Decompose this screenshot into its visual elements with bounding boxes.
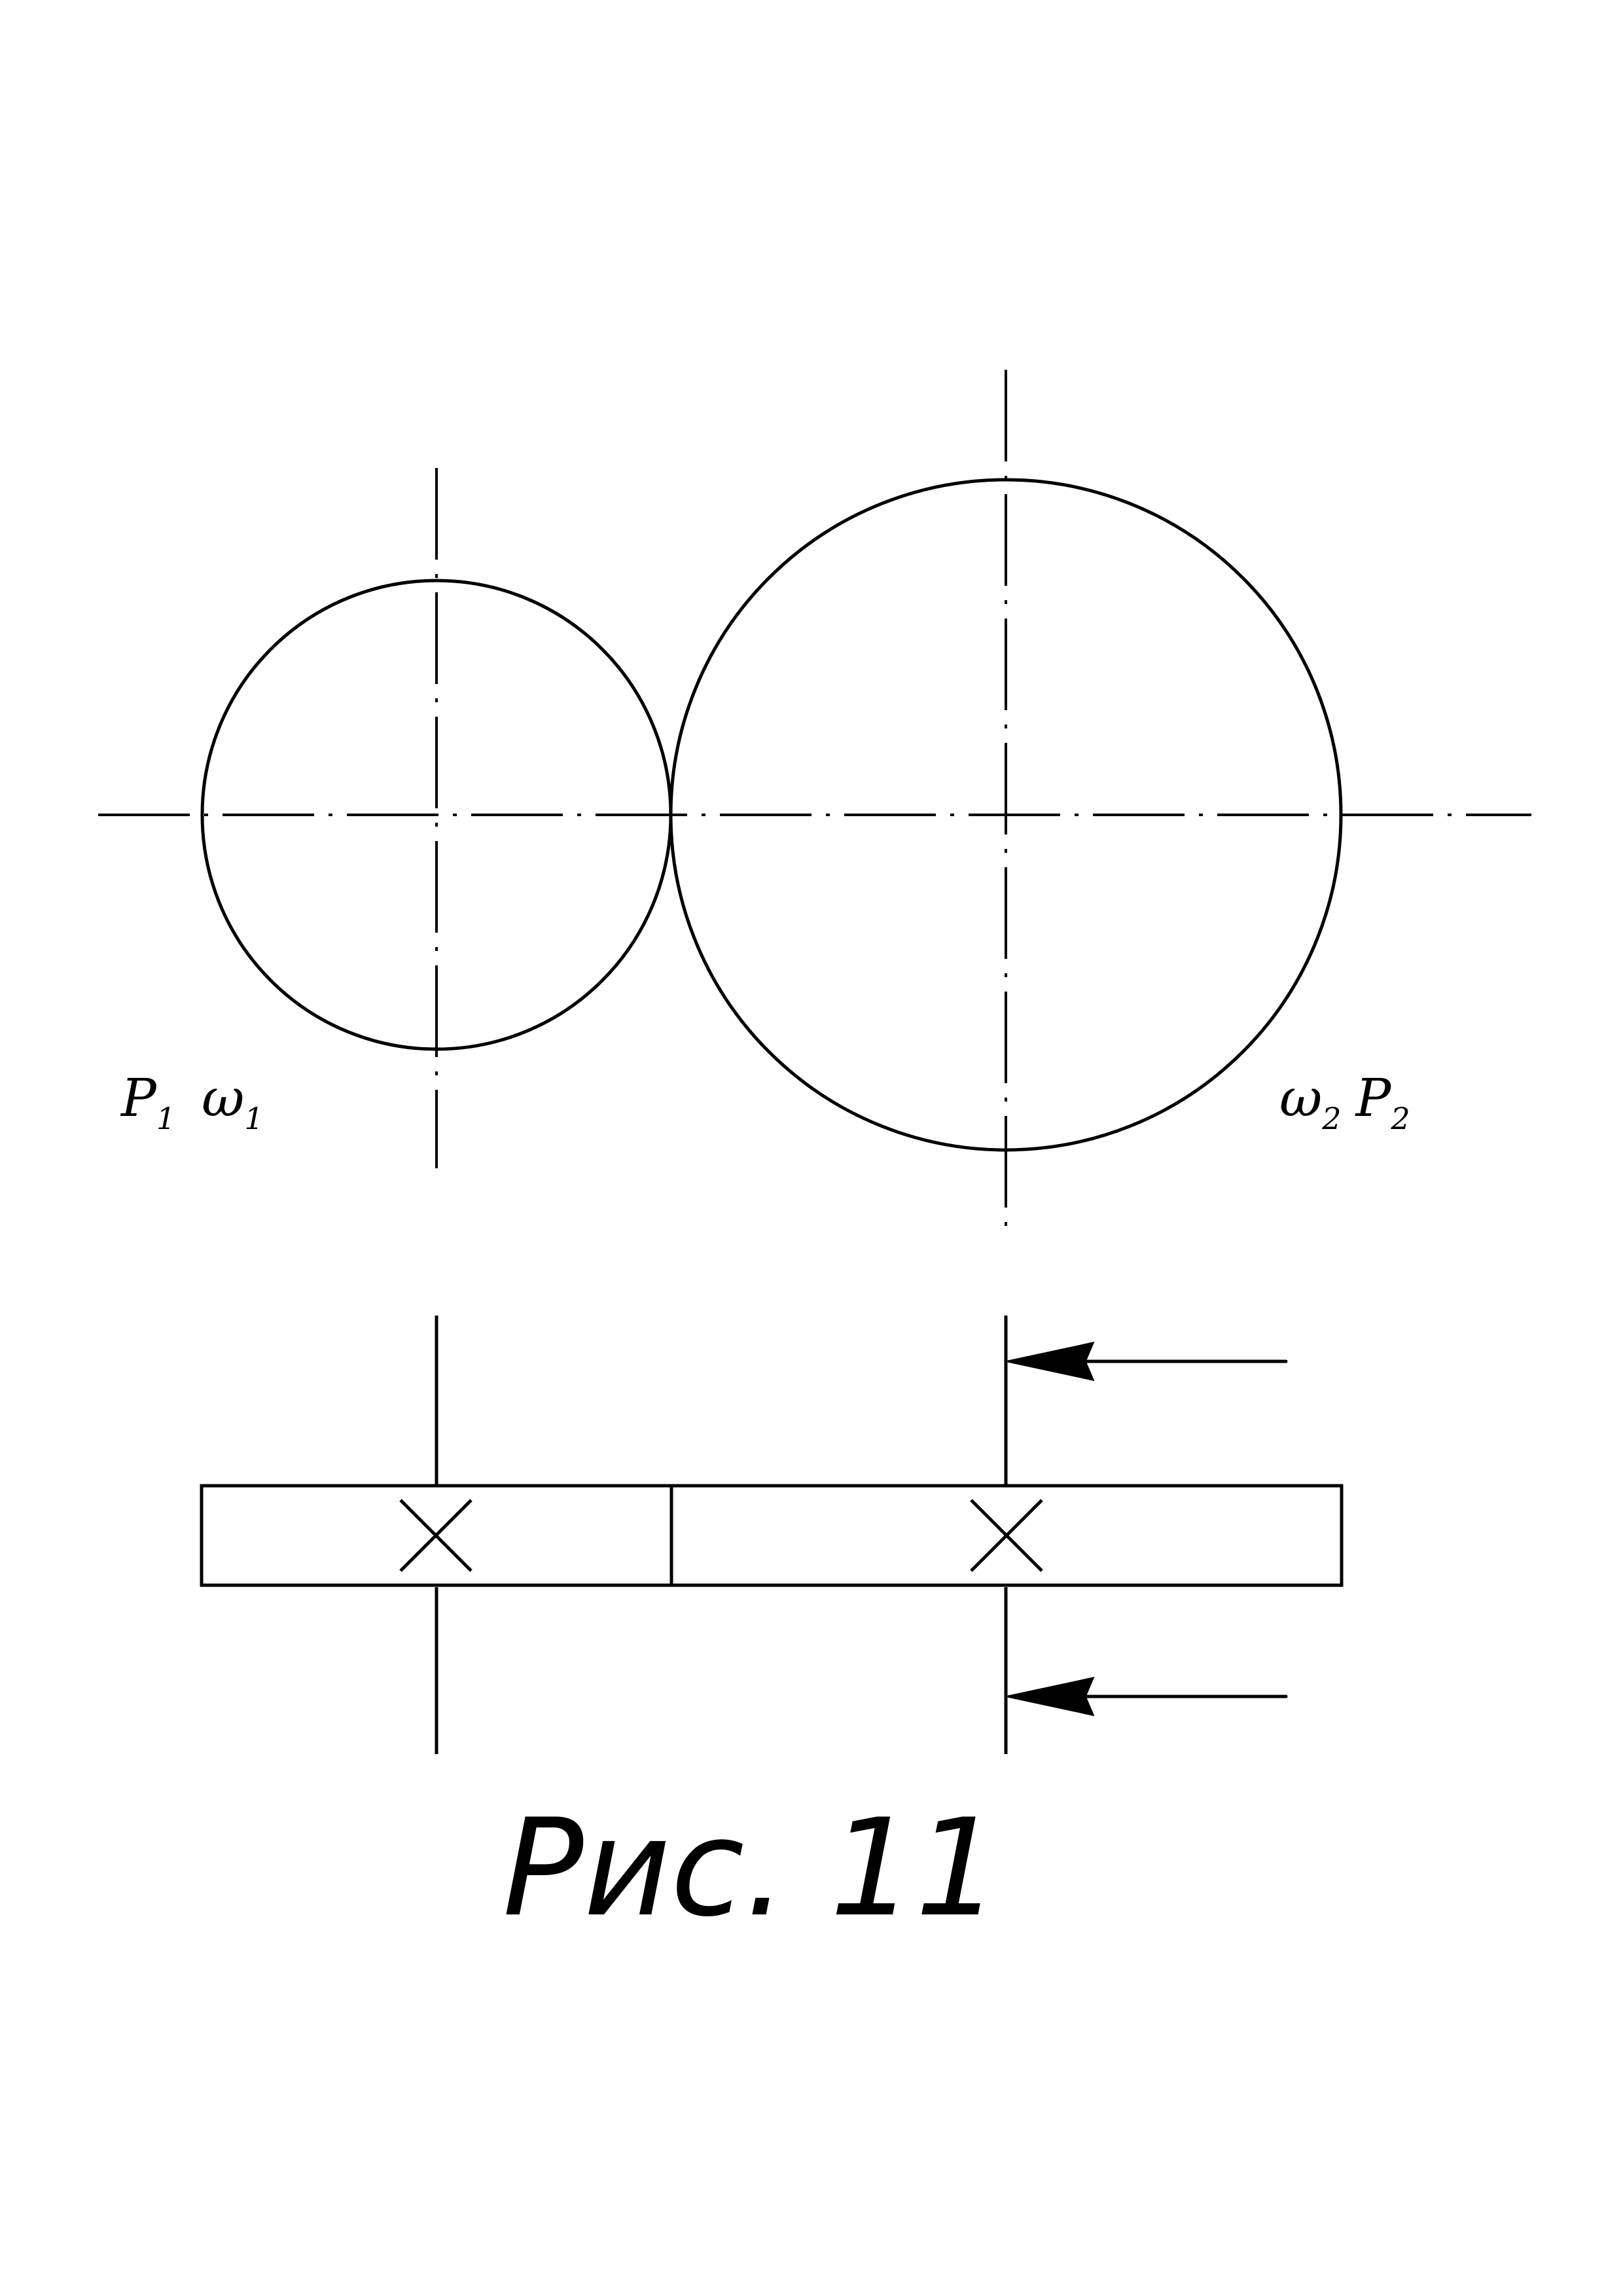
figure-caption: Рис. 11 <box>503 1791 1001 1946</box>
left-cross-mark <box>399 1499 473 1572</box>
right-cross-mark <box>970 1499 1043 1572</box>
large-gear-side-view <box>669 1484 1344 1587</box>
lower-arrow-head <box>1007 1676 1095 1717</box>
upper-arrow-head <box>1007 1341 1095 1382</box>
large-gear-circle <box>669 478 1343 1152</box>
